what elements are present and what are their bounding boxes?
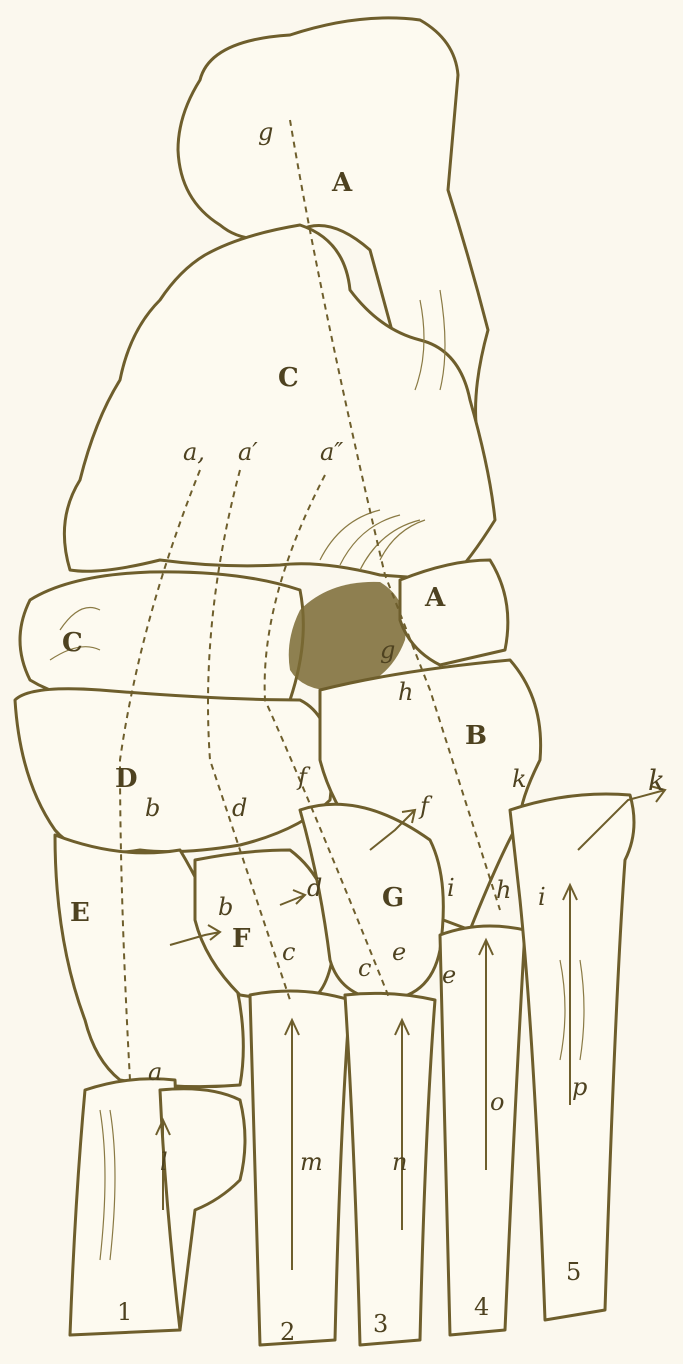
label-F: F bbox=[232, 926, 250, 952]
label-m: m bbox=[300, 1150, 323, 1174]
label-digit-4: 4 bbox=[474, 1295, 489, 1319]
label-i-2: i bbox=[538, 885, 546, 909]
label-e-2: e bbox=[442, 963, 456, 987]
label-d-1: d bbox=[232, 796, 247, 820]
label-D: D bbox=[115, 766, 138, 792]
label-n: n bbox=[392, 1150, 407, 1174]
label-b-2: b bbox=[218, 895, 233, 919]
label-f-2: f bbox=[420, 794, 429, 818]
label-f-1: f bbox=[298, 765, 307, 789]
label-digit-3: 3 bbox=[373, 1312, 388, 1336]
label-d-2: d bbox=[307, 876, 322, 900]
label-a-3: a″ bbox=[320, 440, 343, 464]
metatarsal-5 bbox=[510, 794, 634, 1320]
label-e-1: e bbox=[392, 940, 406, 964]
label-G: G bbox=[382, 885, 404, 911]
label-g-lower: g bbox=[380, 638, 395, 662]
label-l: l bbox=[160, 1150, 168, 1174]
label-h-1: h bbox=[398, 680, 413, 704]
label-A-lower: A bbox=[425, 585, 445, 611]
label-a-1: a, bbox=[183, 440, 205, 464]
label-i-1: i bbox=[447, 876, 455, 900]
bone-talus-head bbox=[400, 560, 508, 665]
label-p: p bbox=[572, 1075, 587, 1099]
label-o: o bbox=[490, 1090, 504, 1114]
label-E: E bbox=[70, 900, 90, 926]
label-g-upper: g bbox=[258, 120, 273, 144]
label-A-upper: A bbox=[332, 170, 352, 196]
label-C-upper: C bbox=[278, 365, 299, 391]
label-a-2: a′ bbox=[238, 440, 258, 464]
label-a-4: a bbox=[148, 1060, 162, 1084]
label-c-2: c bbox=[358, 956, 371, 980]
label-B: B bbox=[465, 723, 487, 749]
label-digit-2: 2 bbox=[280, 1320, 295, 1344]
label-digit-1: 1 bbox=[117, 1300, 132, 1324]
label-c-1: c bbox=[282, 940, 295, 964]
label-C-lower: C bbox=[62, 630, 83, 656]
bone-cuneiform-d bbox=[15, 689, 332, 853]
label-k-2: k bbox=[648, 767, 665, 795]
label-digit-5: 5 bbox=[566, 1260, 581, 1284]
label-b-1: b bbox=[145, 796, 160, 820]
metatarsal-3 bbox=[345, 993, 435, 1345]
label-k-1: k bbox=[512, 767, 527, 791]
label-h-2: h bbox=[496, 878, 511, 902]
